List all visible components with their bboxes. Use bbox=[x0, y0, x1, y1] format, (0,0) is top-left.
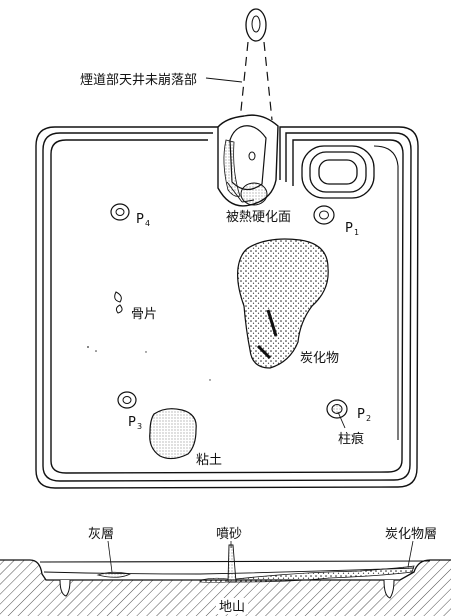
section-drawing: 灰層 噴砂 炭化物層 地山 bbox=[0, 527, 451, 616]
storage-pit-ring-3 bbox=[318, 159, 358, 185]
stake-left bbox=[59, 579, 71, 597]
p2-label: P bbox=[357, 407, 365, 422]
heat-hardened-label: 被熱硬化面 bbox=[226, 210, 291, 225]
subsoil-label-bg bbox=[216, 598, 248, 614]
fill-line-upper bbox=[39, 560, 431, 563]
storage-pit-ring-2 bbox=[309, 151, 367, 193]
clay-patch bbox=[149, 408, 197, 460]
kamado-pebble bbox=[248, 151, 256, 161]
fill-line-lower bbox=[43, 567, 415, 575]
kamado-oven bbox=[217, 114, 279, 207]
p1-subscript: 1 bbox=[354, 228, 359, 237]
flue-dashed-left bbox=[239, 41, 249, 121]
heat-hardened-leader-2 bbox=[241, 199, 255, 203]
post-trace-leader bbox=[337, 411, 346, 429]
spouted-sand-column bbox=[227, 544, 237, 583]
charcoal-patch bbox=[237, 238, 329, 369]
right-bench-line bbox=[373, 145, 399, 440]
heat-hardened-leader-1 bbox=[226, 181, 243, 203]
storage-pit-ring-1 bbox=[301, 145, 375, 199]
storage-pit bbox=[301, 145, 375, 199]
p4-subscript: 4 bbox=[145, 219, 150, 228]
flue-dashed-right bbox=[263, 41, 273, 121]
posthole-p4 bbox=[110, 203, 130, 221]
p4-label: P bbox=[136, 212, 144, 227]
posthole-p2 bbox=[326, 399, 348, 419]
spouted-sand-label: 噴砂 bbox=[216, 527, 242, 542]
posthole-p3 bbox=[117, 391, 137, 409]
charred-timber-1 bbox=[266, 309, 278, 337]
ash-layer-leader bbox=[107, 540, 113, 573]
flue-ceiling-leader bbox=[205, 77, 243, 83]
dwelling-walls bbox=[35, 126, 419, 489]
p2-subscript: 2 bbox=[366, 414, 371, 423]
charcoal-layer-left bbox=[199, 577, 229, 583]
subsoil-label: 地山 bbox=[219, 600, 245, 615]
flue-ceiling-label: 煙道部天井未崩落部 bbox=[80, 73, 197, 88]
charcoal-layer-band bbox=[235, 565, 415, 583]
bone-label: 骨片 bbox=[131, 307, 157, 322]
stake-right bbox=[383, 579, 395, 599]
subsoil-hatch bbox=[0, 560, 451, 616]
leader-lines bbox=[205, 77, 346, 429]
charcoal-label: 炭化物 bbox=[300, 351, 339, 366]
charred-timber-2 bbox=[256, 344, 272, 360]
p1-label: P bbox=[345, 221, 353, 236]
inner-wall bbox=[50, 139, 404, 474]
bone-fragments bbox=[114, 291, 123, 314]
ash-layer-label: 灰層 bbox=[88, 527, 114, 542]
ash-layer-lens bbox=[96, 571, 132, 578]
post-trace-label: 柱痕 bbox=[338, 431, 364, 447]
posthole-p1 bbox=[313, 205, 335, 225]
kamado-heated-left bbox=[223, 139, 241, 197]
flue-outlet-inner bbox=[251, 15, 261, 33]
charcoal-layer-leader bbox=[407, 540, 414, 568]
floor-specks bbox=[87, 346, 211, 381]
p3-subscript: 3 bbox=[137, 422, 142, 431]
charcoal-layer-label: 炭化物層 bbox=[385, 527, 437, 542]
middle-wall bbox=[42, 132, 412, 482]
clay-label: 粘土 bbox=[196, 453, 222, 468]
outer-wall bbox=[35, 126, 419, 489]
flue-chimney bbox=[239, 8, 273, 121]
kamado-stipple bbox=[240, 182, 268, 206]
p3-label: P bbox=[128, 415, 136, 430]
